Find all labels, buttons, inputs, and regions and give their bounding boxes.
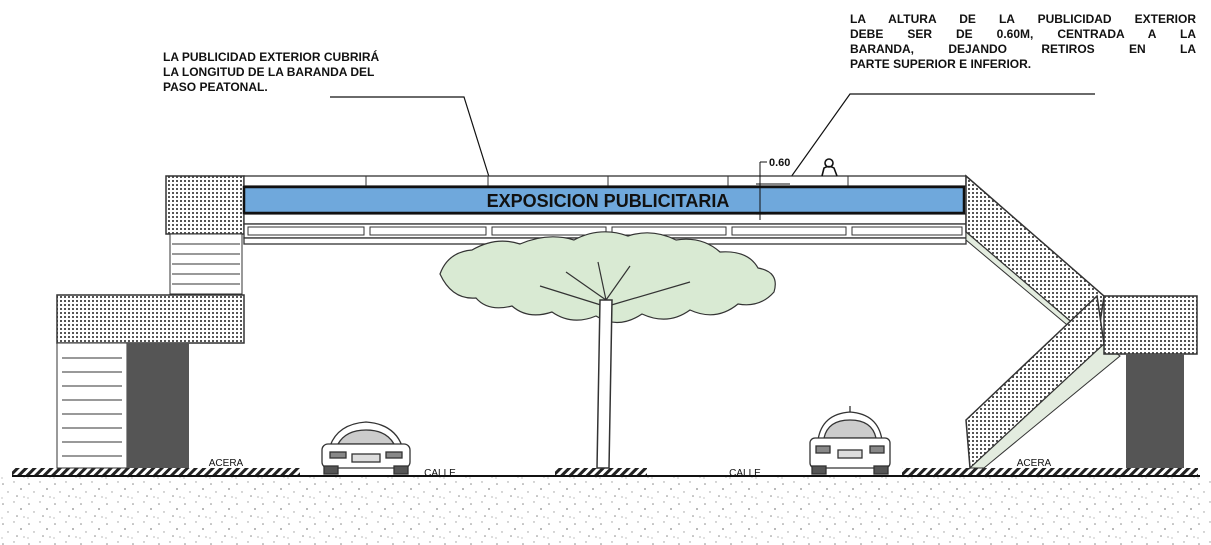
sidewalk-right-surface [902,468,1198,476]
right-annotation: LA ALTURA DE LA PUBLICIDAD EXTERIOR DEBE… [850,12,1196,72]
person-figure [821,158,838,177]
median-surface [555,468,647,476]
left-stair-tower [56,175,245,469]
right-annotation-line: BARANDA, DEJANDO RETIROS EN LA [850,42,1196,56]
right-ramp [965,174,1198,470]
lower-stair-steps [56,342,128,469]
dimension-label: 0.60 [769,157,790,169]
street-right-label: CALLE [729,468,761,479]
left-annotation-line: LA PUBLICIDAD EXTERIOR CUBRIRÁ [163,50,380,64]
lower-landing-panel [56,294,245,344]
soil [0,476,1211,545]
ramp-landing-panel [1103,295,1198,355]
tree [439,231,776,469]
right-annotation-line: PARTE SUPERIOR E INFERIOR. [850,57,1032,71]
car-right [809,406,891,475]
right-annotation-line: DEBE SER DE 0.60M, CENTRADA A LA [850,27,1196,41]
sidewalk-left-label: ACERA [209,458,244,469]
banner-text: EXPOSICION PUBLICITARIA [487,191,730,211]
railing-panels [247,226,963,236]
upper-stair-steps [169,233,243,295]
left-annotation-line: LA LONGITUD DE LA BARANDA DEL [163,65,375,79]
lower-rail [243,213,967,225]
left-leader-line [330,96,491,181]
left-column [127,343,189,468]
right-column [1126,354,1184,468]
tree-branches [539,261,691,307]
right-annotation-line: LA ALTURA DE LA PUBLICIDAD EXTERIOR [850,12,1196,26]
right-leader-line [785,93,1095,185]
annotation-leaders [330,93,1095,185]
sidewalk-right-label: ACERA [1017,458,1052,469]
top-rail [243,175,967,187]
car-left [321,421,411,475]
tree-canopy [439,231,776,324]
tree-trunk [596,299,613,469]
upper-landing-panel [165,175,245,235]
street-left-label: CALLE [424,468,456,479]
sidewalk-left-surface [12,468,300,476]
left-annotation-line: PASO PEATONAL. [163,80,268,94]
height-dimension [756,161,790,220]
hatched-pavement [12,468,1198,476]
banner-panel [242,185,966,215]
left-annotation: LA PUBLICIDAD EXTERIOR CUBRIRÁ LA LONGIT… [163,50,379,95]
advertising-banner: EXPOSICION PUBLICITARIA [242,185,966,215]
ground-labels: ACERA CALLE CALLE ACERA [209,458,1052,479]
